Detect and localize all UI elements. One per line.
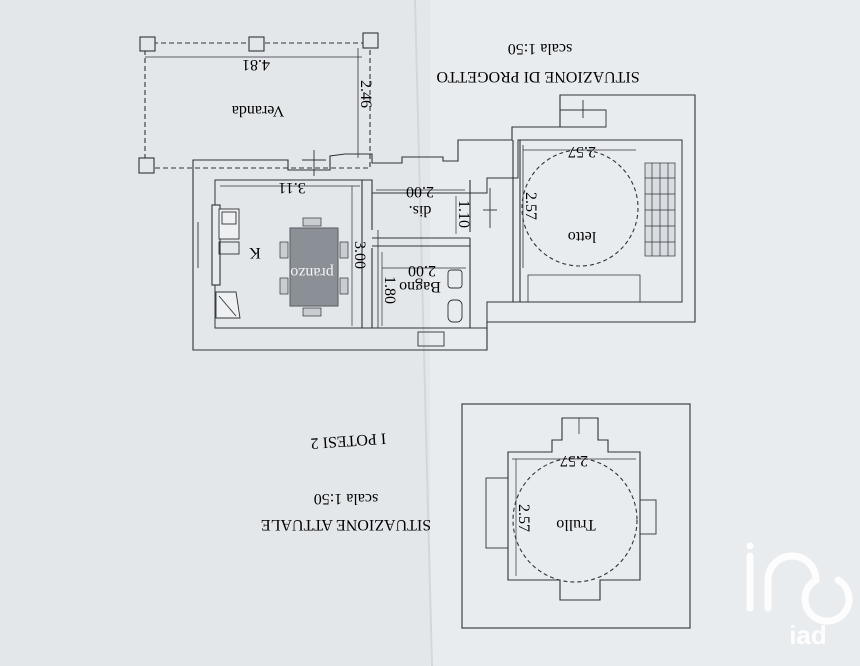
dim-bagno-width: 2.00 (408, 262, 436, 279)
kitchen-fixtures (215, 208, 241, 319)
watermark-swirl (764, 552, 853, 625)
existing-outer-wall (461, 403, 691, 629)
dim-letto-width: 2.57 (568, 143, 596, 160)
project-scale: scala 1:50 (508, 40, 572, 57)
existing-title: SITUAZIONE ATTUALE (261, 516, 431, 533)
existing-scale: scala 1:50 (314, 490, 378, 507)
dim-dis-width: 2.00 (406, 183, 434, 200)
trullo-room (512, 457, 638, 583)
room-label-bagno: Bagno (399, 278, 441, 295)
dining-table (279, 217, 349, 317)
dim-pranzo-depth: 3.00 (351, 241, 368, 269)
room-label-kitchen: K (249, 244, 261, 261)
room-label-pranzo: pranzo (290, 264, 334, 281)
dim-trullo-depth: 2.57 (515, 504, 532, 532)
project-inner-walls (361, 109, 641, 328)
room-label-disimpegno: dis. (409, 202, 432, 219)
iad-watermark: iad (746, 542, 853, 650)
project-title: SITUAZIONE DI PROGETTO (436, 68, 639, 85)
room-label-veranda: Veranda (232, 102, 284, 119)
project-dimension-lines (220, 185, 466, 326)
dim-trullo-width: 2.57 (560, 452, 588, 469)
letto-room (521, 145, 639, 268)
room-label-trullo: Trullo (556, 516, 595, 533)
letto-radiator (644, 162, 676, 257)
watermark-dot (746, 542, 754, 550)
handwritten-note: I POTESI 2 (310, 429, 387, 451)
dim-letto-depth: 2.57 (522, 192, 539, 220)
window-marks (197, 100, 595, 268)
dim-pranzo-width: 3.11 (278, 179, 305, 196)
room-label-letto: letto (568, 228, 596, 245)
watermark-brand: iad (789, 620, 827, 650)
veranda-outline (138, 32, 379, 174)
dim-veranda-depth: 2.46 (357, 80, 374, 108)
bathroom-fixtures (447, 269, 463, 323)
dim-dis-depth: 1.10 (455, 200, 472, 228)
dim-veranda-width: 4.81 (242, 56, 270, 73)
paper-fold (414, 0, 433, 666)
dim-bagno-depth: 1.80 (381, 276, 398, 304)
